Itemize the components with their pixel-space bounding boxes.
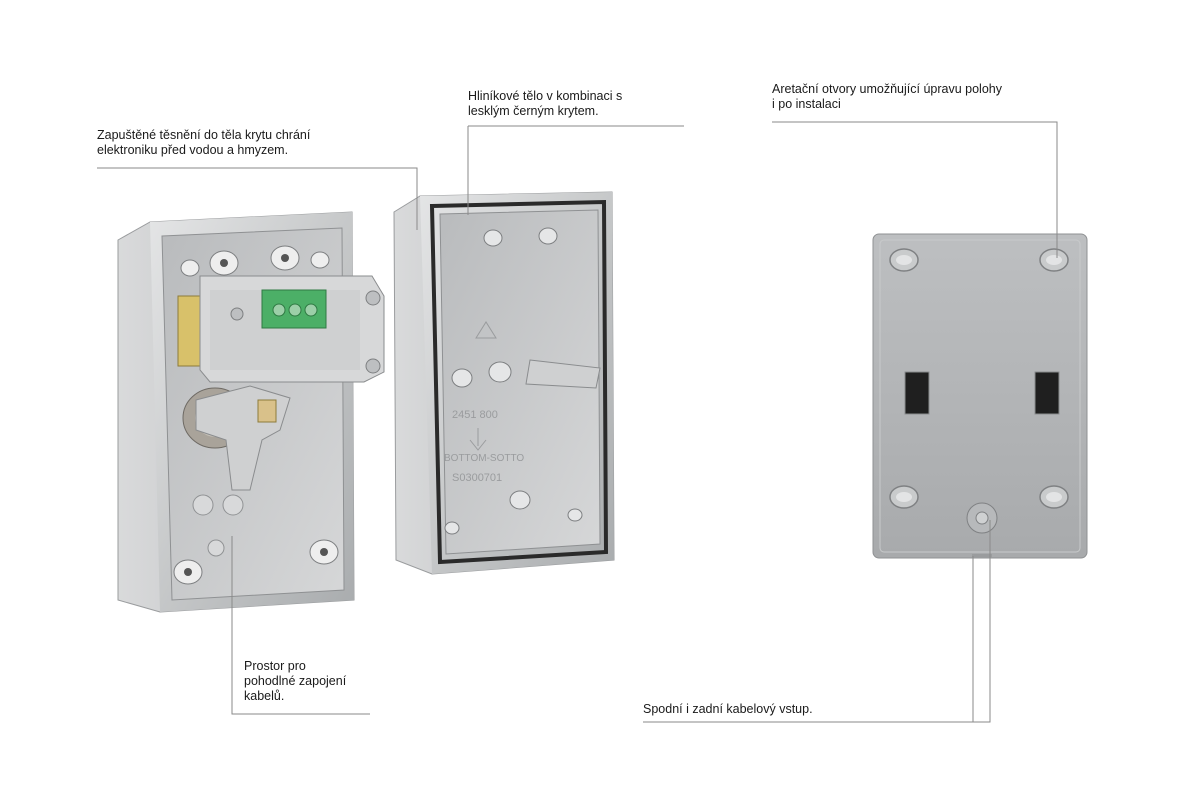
mount-slot-right <box>1034 371 1060 415</box>
callout-seal: Zapuštěné těsnění do těla krytu chrání e… <box>97 128 310 158</box>
callout-space: Prostor pro pohodlné zapojení kabelů. <box>244 659 346 704</box>
callout-holes-line1: Aretační otvory umožňující úpravu polohy <box>772 82 1002 96</box>
callout-space-line1: Prostor pro <box>244 659 306 673</box>
callout-cable: Spodní i zadní kabelový vstup. <box>643 702 813 717</box>
housing-side-text: BOTTOM-SOTTO <box>444 453 524 464</box>
adjustment-holes <box>889 248 1069 509</box>
callout-space-line2: pohodlné zapojení <box>244 674 347 688</box>
callout-cable-line1: Spodní i zadní kabelový vstup. <box>643 702 813 716</box>
callout-seal-line1: Zapuštěné těsnění do těla krytu chrání <box>97 128 311 142</box>
leader-lines <box>97 121 1058 723</box>
housing-code-text: 2451 800 <box>452 409 498 421</box>
empty-aluminium-housing: 2451 800 BOTTOM-SOTTO S0300701 <box>393 191 615 575</box>
callout-body-line1: Hliníkové tělo v kombinaci s <box>468 89 623 103</box>
bottom-cable-entry <box>972 554 992 558</box>
mount-slot-left <box>904 371 930 415</box>
housing-serial-text: S0300701 <box>452 472 502 484</box>
open-housing-with-module <box>117 211 385 613</box>
callout-body-line2: lesklým černým krytem. <box>468 104 599 118</box>
callout-holes-line2: i po instalaci <box>772 97 841 111</box>
callout-seal-line2: elektroniku před vodou a hmyzem. <box>97 143 289 157</box>
callout-holes: Aretační otvory umožňující úpravu polohy… <box>772 82 1002 112</box>
callout-space-line3: kabelů. <box>244 689 285 703</box>
callout-body: Hliníkové tělo v kombinaci s lesklým čer… <box>468 89 622 119</box>
back-plate <box>872 233 1088 559</box>
